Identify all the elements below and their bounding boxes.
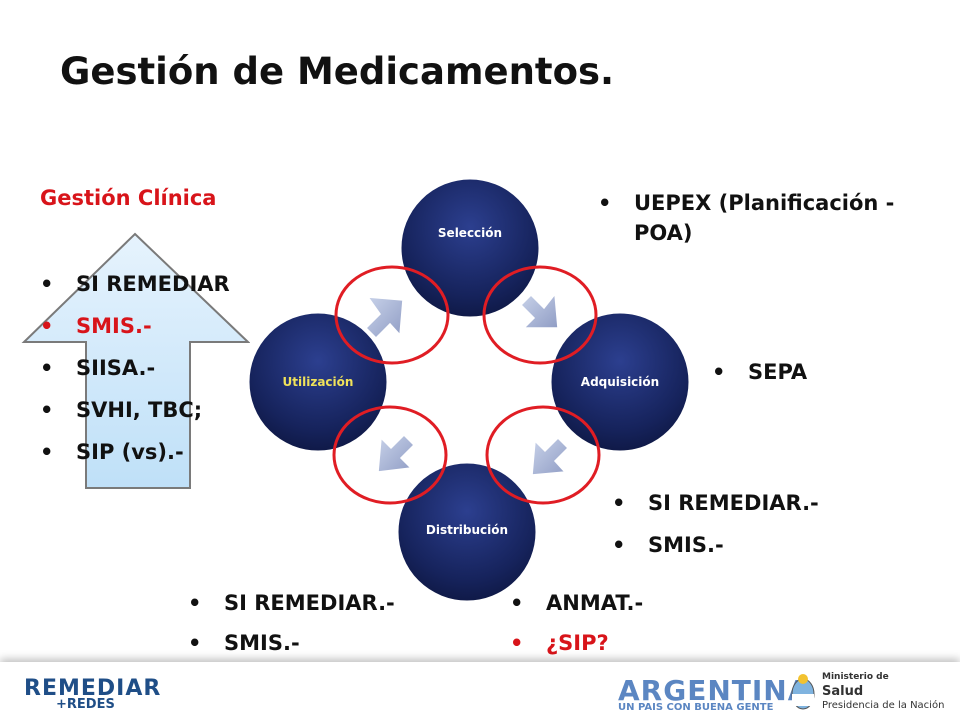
highlight-circle <box>482 265 598 365</box>
node-distribucion: Distribución <box>395 460 539 604</box>
list-item: SMIS.- <box>40 310 230 352</box>
chevron-right-icon <box>364 296 404 340</box>
uepex-list: UEPEX (Planificación - POA) <box>598 188 943 248</box>
ministerio-label: Ministerio de <box>822 672 889 682</box>
list-item: SI REMEDIAR.- <box>188 588 395 628</box>
node-label-seleccion: Selección <box>438 226 502 240</box>
salud-label: Salud <box>822 684 864 699</box>
redes-logo: +REDES <box>56 697 115 712</box>
cycle-diagram: Selección Adquisición Distribución Utili… <box>246 176 692 604</box>
gestion-clinica-heading: Gestión Clínica <box>40 186 217 210</box>
list-item: SEPA <box>712 360 807 384</box>
list-item: SI REMEDIAR.- <box>612 488 819 530</box>
highlight-circle <box>334 265 450 365</box>
presidencia-label: Presidencia de la Nación <box>822 700 945 711</box>
distribucion-right-list: SI REMEDIAR.- SMIS.- <box>612 488 819 572</box>
highlight-circle <box>485 405 601 505</box>
argentina-slogan: UN PAIS CON BUENA GENTE <box>618 702 774 713</box>
node-label-distribucion: Distribución <box>426 523 508 537</box>
page-title: Gestión de Medicamentos. <box>60 50 615 93</box>
node-label-adquisicion: Adquisición <box>581 375 659 389</box>
list-item: SIP (vs).- <box>40 436 230 478</box>
list-item: SVHI, TBC; <box>40 394 230 436</box>
node-adquisicion: Adquisición <box>548 310 692 454</box>
list-item: SMIS.- <box>612 530 819 572</box>
chevron-down-left-icon <box>531 436 570 476</box>
highlight-circle <box>332 405 448 505</box>
list-item: SIISA.- <box>40 352 230 394</box>
sepa-list: SEPA <box>712 360 807 384</box>
argentina-logo: ARGENTINA <box>618 674 811 707</box>
list-item: SMIS.- <box>188 628 395 668</box>
list-item: ANMAT.- <box>510 588 643 628</box>
chevron-down-right-icon <box>519 292 559 329</box>
list-item: SI REMEDIAR <box>40 268 230 310</box>
bottom-mid-list: ANMAT.- ¿SIP? <box>510 588 643 668</box>
coat-of-arms-icon <box>791 674 815 710</box>
list-item: ¿SIP? <box>510 628 643 668</box>
bottom-left-list: SI REMEDIAR.- SMIS.- <box>188 588 395 668</box>
node-utilizacion: Utilización <box>246 310 390 454</box>
remediar-logo: REMEDIAR <box>24 676 162 701</box>
node-label-utilizacion: Utilización <box>283 375 354 389</box>
gestion-clinica-list: SI REMEDIAR SMIS.- SIISA.- SVHI, TBC; SI… <box>40 268 230 478</box>
list-item: UEPEX (Planificación - POA) <box>598 188 943 248</box>
chevron-up-left-icon <box>377 433 416 473</box>
node-seleccion: Selección <box>398 176 542 320</box>
